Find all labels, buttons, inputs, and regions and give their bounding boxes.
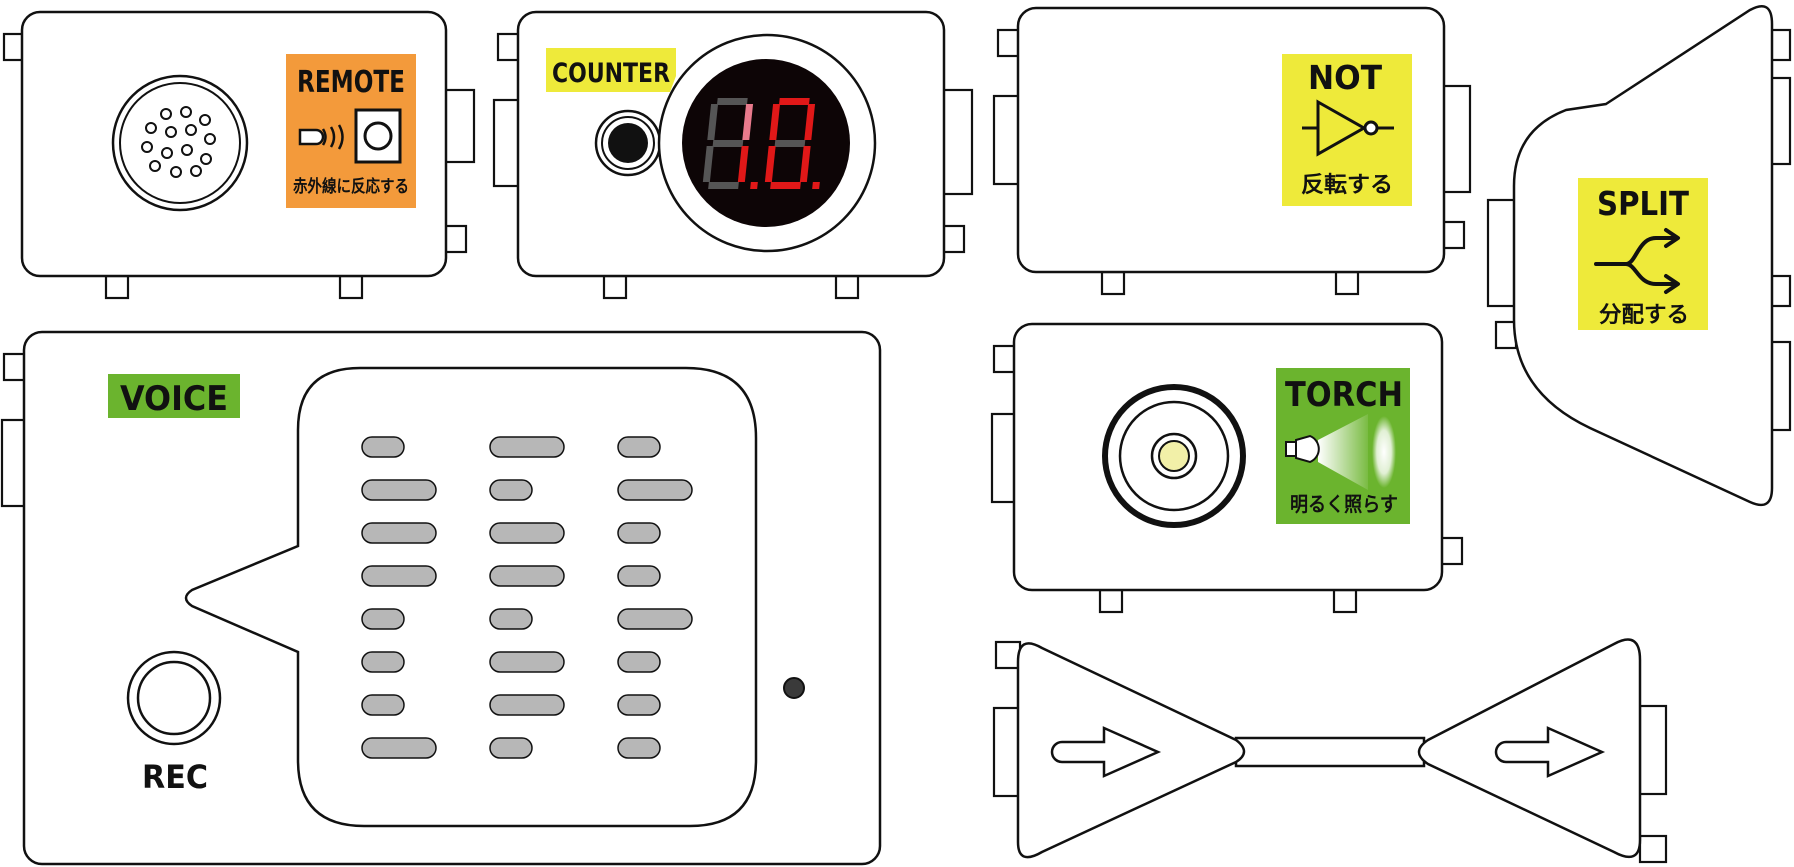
- arrow-right-icon: [1494, 726, 1606, 778]
- torch-module[interactable]: TORCH 明るく照らす: [990, 322, 1464, 614]
- counter-title: COUNTER: [552, 58, 670, 89]
- remote-caption: 赤外線に反応する: [293, 176, 409, 197]
- rec-button[interactable]: [126, 650, 222, 746]
- counter-display: 8.8.: [594, 33, 877, 253]
- split-title: SPLIT: [1597, 184, 1689, 223]
- torch-lamp: [1102, 384, 1246, 528]
- seven-segment-icon: [702, 98, 820, 189]
- remote-badge: REMOTE 赤外線に反応する: [286, 54, 416, 208]
- split-badge: SPLIT 分配する: [1578, 178, 1708, 330]
- counter-badge: COUNTER: [546, 48, 676, 92]
- counter-display-value: 8.8.: [765, 149, 768, 151]
- speaker-grille: [111, 74, 249, 212]
- ir-receiver-icon: [298, 108, 402, 164]
- split-arrow-icon: [1594, 228, 1680, 294]
- voice-module[interactable]: VOICE REC: [0, 330, 882, 866]
- not-caption: 反転する: [1301, 172, 1393, 198]
- not-gate-icon: [1302, 99, 1394, 157]
- voice-title: VOICE: [120, 379, 228, 419]
- flashlight-icon: [1285, 414, 1396, 490]
- not-title: NOT: [1308, 58, 1382, 97]
- wire-left-connector[interactable]: [1016, 642, 1246, 859]
- voice-mic-dot: [783, 677, 805, 699]
- not-module[interactable]: NOT 反転する: [992, 6, 1472, 296]
- voice-badge: VOICE: [108, 374, 240, 419]
- remote-module[interactable]: REMOTE 赤外線に反応する: [2, 10, 476, 300]
- torch-caption: 明るく照らす: [1290, 492, 1398, 516]
- arrow-right-icon: [1050, 726, 1162, 778]
- remote-title: REMOTE: [297, 65, 405, 100]
- split-module[interactable]: SPLIT 分配する: [1486, 5, 1792, 507]
- speech-bubble-icon: [184, 366, 758, 828]
- split-caption: 分配する: [1599, 303, 1689, 328]
- wire-module[interactable]: [992, 638, 1668, 864]
- wire-right-connector[interactable]: [1417, 638, 1642, 859]
- counter-module[interactable]: 8.8. COUNTER: [492, 10, 974, 300]
- torch-title: TORCH: [1285, 375, 1403, 415]
- torch-badge: TORCH 明るく照らす: [1276, 368, 1410, 524]
- rec-label: REC: [142, 758, 208, 796]
- not-badge: NOT 反転する: [1282, 54, 1412, 206]
